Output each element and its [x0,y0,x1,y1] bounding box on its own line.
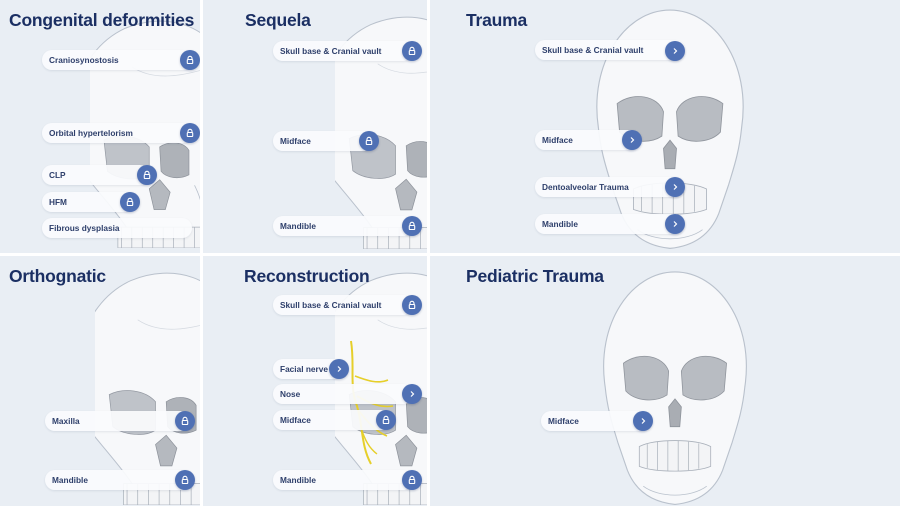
item-label: Facial nerve [280,364,328,374]
item-skull-base-cranial-vault[interactable]: Skull base & Cranial vault [273,41,413,61]
item-facial-nerve[interactable]: Facial nerve [273,359,343,379]
item-skull-base-cranial-vault[interactable]: Skull base & Cranial vault [535,40,685,60]
lock-icon[interactable] [175,411,195,431]
panel-congenital: Congenital deformities Craniosynostosis … [0,0,200,253]
item-midface[interactable]: Midface [273,410,391,430]
item-label: Skull base & Cranial vault [280,300,382,310]
lock-icon[interactable] [402,216,422,236]
panel-pediatric-trauma: Pediatric Trauma Midface [430,256,900,506]
item-label: CLP [49,170,66,180]
item-skull-base-cranial-vault[interactable]: Skull base & Cranial vault [273,295,413,315]
item-label: Mandible [542,219,578,229]
item-midface[interactable]: Midface [535,130,640,150]
item-nose[interactable]: Nose [273,384,413,404]
item-label: Fibrous dysplasia [49,223,120,233]
item-label: Midface [280,415,311,425]
lock-icon[interactable] [120,192,140,212]
item-label: HFM [49,197,67,207]
item-mandible[interactable]: Mandible [273,470,413,490]
item-orbital-hypertelorism[interactable]: Orbital hypertelorism [42,123,192,143]
panel-title-orthognatic: Orthognatic [9,266,106,286]
item-label: Mandible [280,221,316,231]
item-label: Midface [542,135,573,145]
item-mandible[interactable]: Mandible [45,470,190,490]
item-label: Midface [280,136,311,146]
panel-title-sequela: Sequela [245,10,311,30]
item-fibrous-dysplasia[interactable]: Fibrous dysplasia [42,218,192,238]
chevron-right-icon[interactable] [329,359,349,379]
item-label: Nose [280,389,301,399]
panel-title-pediatric-trauma: Pediatric Trauma [466,266,604,286]
item-midface[interactable]: Midface [541,411,651,431]
item-label: Skull base & Cranial vault [542,45,644,55]
panel-orthognatic: Orthognatic Maxilla Mandible [0,256,200,506]
item-label: Dentoalveolar Trauma [542,182,629,192]
chevron-right-icon[interactable] [622,130,642,150]
item-label: Skull base & Cranial vault [280,46,382,56]
panel-title-trauma: Trauma [466,10,528,30]
item-maxilla[interactable]: Maxilla [45,411,190,431]
panel-trauma: Trauma Skull base & Cranial vault Midfac… [430,0,900,253]
item-label: Maxilla [52,416,80,426]
item-midface[interactable]: Midface [273,131,373,151]
lock-icon[interactable] [402,41,422,61]
lock-icon[interactable] [376,410,396,430]
lock-icon[interactable] [402,470,422,490]
panel-title-congenital: Congenital deformities [9,10,195,30]
chevron-right-icon[interactable] [402,384,422,404]
item-clp[interactable]: CLP [42,165,150,185]
item-label: Mandible [280,475,316,485]
skull-illustration [603,271,747,505]
lock-icon[interactable] [175,470,195,490]
item-label: Craniosynostosis [49,55,119,65]
item-label: Mandible [52,475,88,485]
item-hfm[interactable]: HFM [42,192,134,212]
chevron-right-icon[interactable] [633,411,653,431]
chevron-right-icon[interactable] [665,177,685,197]
lock-icon[interactable] [402,295,422,315]
panel-sequela: Sequela Skull base & Cranial vault Midfa… [203,0,427,253]
chevron-right-icon[interactable] [665,214,685,234]
lock-icon[interactable] [137,165,157,185]
item-label: Midface [548,416,579,426]
item-dentoalveolar-trauma[interactable]: Dentoalveolar Trauma [535,177,685,197]
chevron-right-icon[interactable] [665,41,685,61]
item-label: Orbital hypertelorism [49,128,133,138]
lock-icon[interactable] [180,123,200,143]
item-mandible[interactable]: Mandible [273,216,413,236]
item-craniosynostosis[interactable]: Craniosynostosis [42,50,192,70]
item-mandible[interactable]: Mandible [535,214,685,234]
panel-title-reconstruction: Reconstruction [244,266,370,286]
lock-icon[interactable] [180,50,200,70]
lock-icon[interactable] [359,131,379,151]
panel-reconstruction: Reconstruction Skull base & Cranial vaul… [203,256,427,506]
